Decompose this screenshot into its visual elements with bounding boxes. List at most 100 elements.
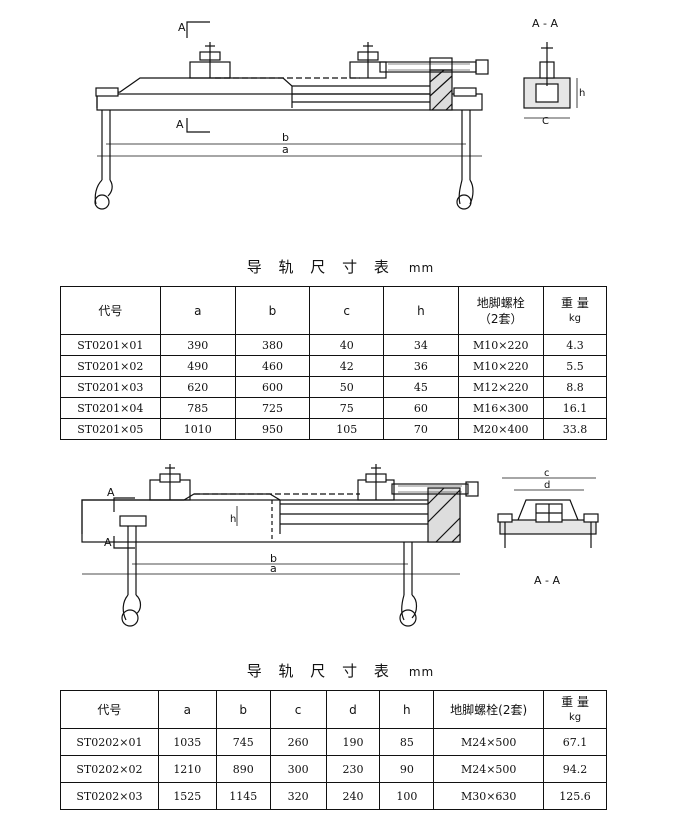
- header-a: a: [159, 286, 236, 335]
- table-row: ST0202×02 1210 890 300 230 90 M24×500 94…: [60, 755, 607, 783]
- cell-b: 600: [234, 376, 311, 398]
- cell-b: 1145: [215, 782, 271, 810]
- cell-h: 60: [383, 397, 459, 419]
- cell-c: 75: [309, 397, 385, 419]
- clamp-bolt-middle: [349, 42, 387, 79]
- header-bolt-sub: （2套）: [478, 311, 523, 326]
- cell-code: ST0202×02: [60, 755, 159, 783]
- cell-a: 1525: [157, 782, 217, 810]
- header-code: 代号: [60, 286, 161, 335]
- cell-code: ST0202×01: [60, 728, 159, 756]
- adjusting-screw: [391, 481, 479, 497]
- dimension-b-label: b: [282, 131, 289, 144]
- guide-rail-drawing-1: A A: [94, 17, 585, 210]
- clamp-bolt-left: [149, 464, 191, 501]
- cell-b: 380: [234, 334, 311, 356]
- section-mark-label: A: [176, 118, 184, 131]
- cell-a: 1210: [157, 755, 217, 783]
- dimension-h-label: h: [230, 514, 236, 525]
- header-bolt-label: 地脚螺栓: [476, 295, 525, 310]
- dimension-a-label: a: [282, 143, 289, 156]
- table-row: ST0201×04 785 725 75 60 M16×300 16.1: [60, 397, 608, 419]
- header-row: 代号 a b c h 地脚螺栓 （2套） 重 量 kg: [60, 286, 608, 335]
- cell-weight: 94.2: [543, 755, 607, 783]
- foot-bolt-right: [399, 542, 418, 627]
- cell-h: 90: [379, 755, 435, 783]
- header-b: b: [215, 690, 271, 729]
- cell-a: 620: [159, 376, 236, 398]
- foot-bolt-left: [94, 87, 119, 210]
- cell-c: 300: [269, 755, 327, 783]
- header-weight-unit: kg: [568, 711, 582, 723]
- header-c: c: [269, 690, 327, 729]
- table-2-unit: mm: [408, 665, 435, 679]
- cell-bolt: M12×220: [457, 376, 544, 398]
- cell-weight: 33.8: [542, 418, 608, 440]
- table-row: ST0201×02 490 460 42 36 M10×220 5.5: [60, 355, 608, 377]
- section-dimension-c: C: [542, 116, 549, 127]
- cell-a: 785: [159, 397, 236, 419]
- cell-h: 36: [383, 355, 459, 377]
- cell-h: 45: [383, 376, 459, 398]
- header-code: 代号: [60, 690, 159, 729]
- header-h: h: [383, 286, 459, 335]
- cell-h: 34: [383, 334, 459, 356]
- section-mark-label: A: [178, 21, 186, 34]
- cell-weight: 8.8: [542, 376, 608, 398]
- header-bolt: 地脚螺栓(2套): [433, 690, 545, 729]
- header-weight-unit: kg: [568, 312, 582, 324]
- clamp-bolt-left: [189, 42, 231, 79]
- section-mark-bottom: A: [176, 118, 210, 133]
- cell-bolt: M30×630: [433, 782, 545, 810]
- cell-d: 240: [325, 782, 381, 810]
- cell-a: 1035: [157, 728, 217, 756]
- cell-a: 1010: [159, 418, 236, 440]
- section-view: A - A h C: [523, 17, 585, 127]
- table-2-title-text: 导 轨 尺 寸 表: [246, 662, 395, 680]
- cell-b: 950: [234, 418, 311, 440]
- header-weight-label: 重 量: [561, 295, 589, 310]
- table-2-title: 导 轨 尺 寸 表 mm: [0, 660, 681, 681]
- cell-c: 105: [309, 418, 385, 440]
- cell-bolt: M24×500: [433, 755, 545, 783]
- table-2-body: ST0202×01 1035 745 260 190 85 M24×500 67…: [60, 728, 607, 810]
- cell-bolt: M16×300: [457, 397, 544, 419]
- section-view: c d A - A: [497, 468, 599, 587]
- cell-code: ST0202×03: [60, 782, 159, 810]
- foot-bolt-right: [453, 87, 477, 210]
- base-plate: [96, 77, 483, 111]
- section-view-title: A - A: [534, 574, 560, 587]
- cell-d: 190: [325, 728, 381, 756]
- cell-bolt: M10×220: [457, 355, 544, 377]
- cell-bolt: M24×500: [433, 728, 545, 756]
- cell-code: ST0201×04: [60, 397, 161, 419]
- spec-table-2: 代号 a b c d h 地脚螺栓(2套) 重 量 kg ST0202×01 1…: [60, 690, 607, 810]
- table-row: ST0202×01 1035 745 260 190 85 M24×500 67…: [60, 728, 607, 756]
- cell-c: 50: [309, 376, 385, 398]
- cell-c: 320: [269, 782, 327, 810]
- cell-weight: 125.6: [543, 782, 607, 810]
- spec-table-1: 代号 a b c h 地脚螺栓 （2套） 重 量 kg ST0201×01 39…: [60, 286, 608, 440]
- header-bolt: 地脚螺栓 （2套）: [457, 286, 544, 335]
- clamp-bolt-middle: [357, 464, 395, 501]
- section-mark-label: A: [107, 486, 115, 499]
- cell-bolt: M10×220: [457, 334, 544, 356]
- cell-h: 70: [383, 418, 459, 440]
- section-dimension-c: c: [544, 468, 550, 479]
- cell-weight: 5.5: [542, 355, 608, 377]
- header-weight: 重 量 kg: [543, 690, 607, 729]
- cell-c: 42: [309, 355, 385, 377]
- end-block: [427, 487, 461, 543]
- cell-c: 40: [309, 334, 385, 356]
- cell-a: 490: [159, 355, 236, 377]
- cell-code: ST0201×05: [60, 418, 161, 440]
- cell-code: ST0201×03: [60, 376, 161, 398]
- dimension-b: b: [106, 131, 466, 145]
- dimension-b-label: b: [270, 552, 277, 565]
- table-row: ST0201×03 620 600 50 45 M12×220 8.8: [60, 376, 608, 398]
- section-dimension-d: d: [544, 480, 550, 491]
- dimension-a: a: [82, 562, 460, 575]
- cell-code: ST0201×01: [60, 334, 161, 356]
- foot-bolt-left: [119, 515, 147, 627]
